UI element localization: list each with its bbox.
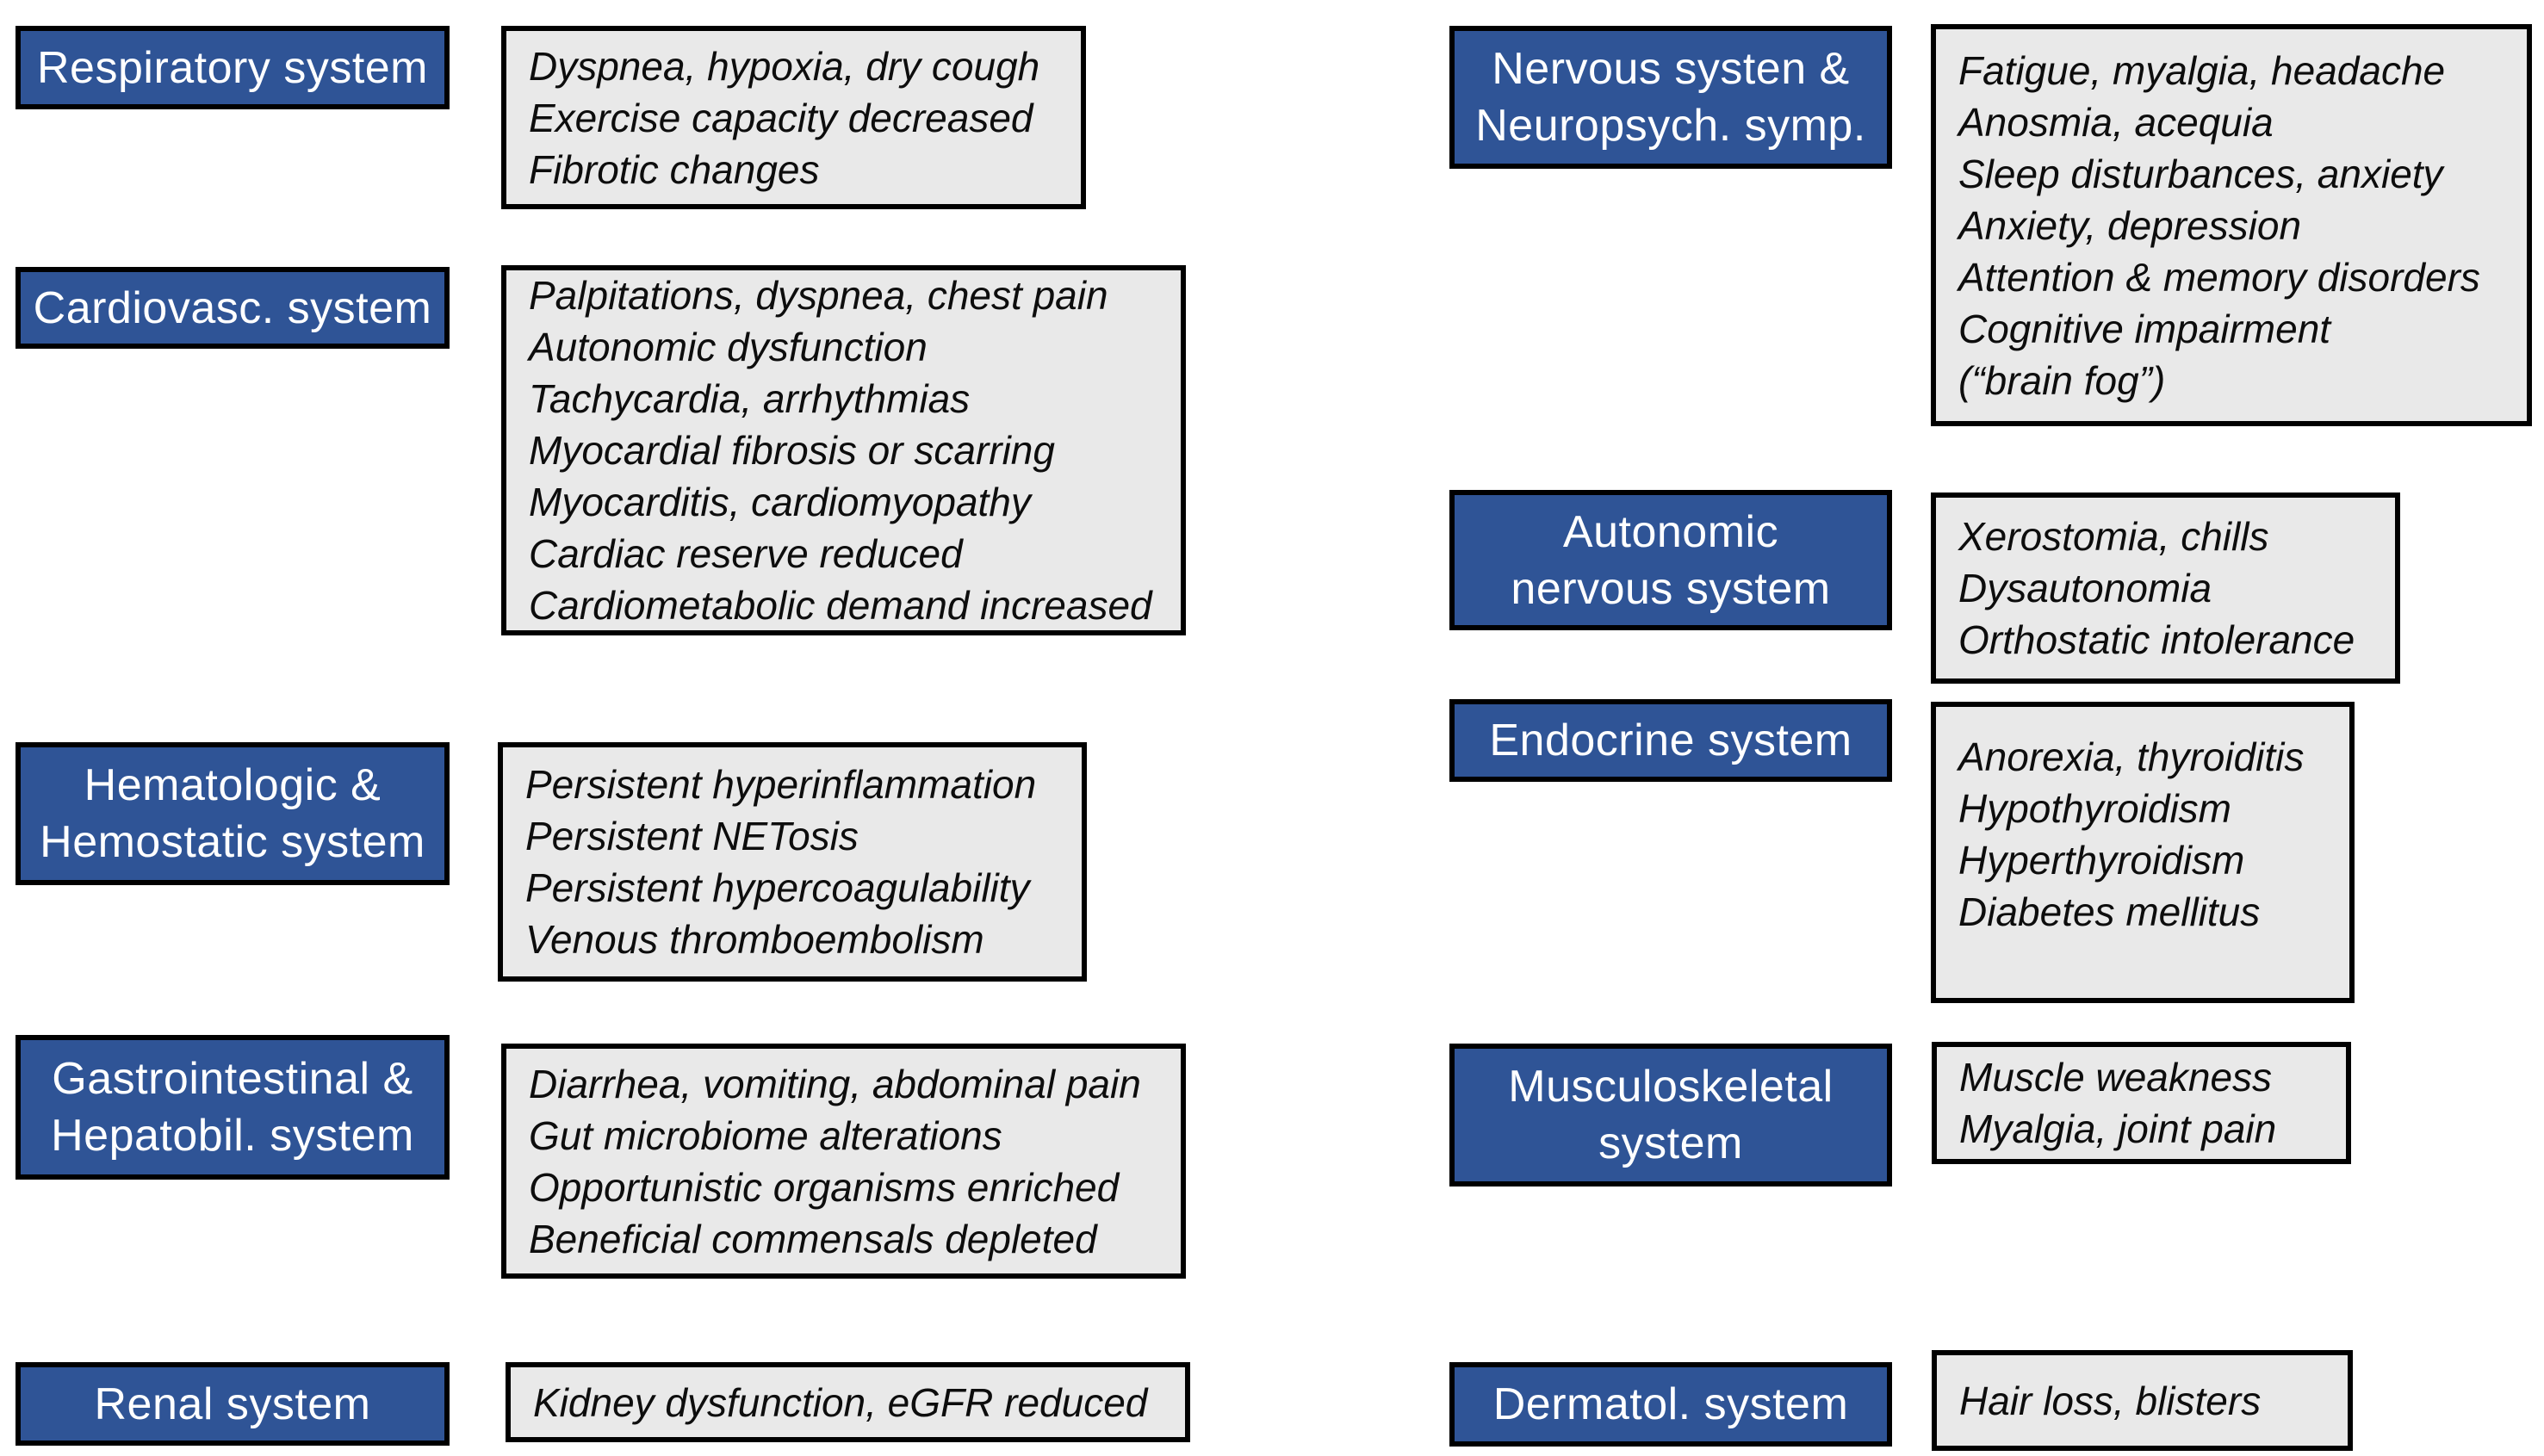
symptoms-gastrointestinal-hepatobiliary-system: Diarrhea, vomiting, abdominal pain Gut m… — [501, 1044, 1186, 1279]
label-nervous-neuropsych-system: Nervous systen & Neuropsych. symp. — [1449, 26, 1892, 169]
label-line: Neuropsych. symp. — [1475, 101, 1866, 151]
label-line: Autonomic — [1562, 506, 1779, 557]
label-hematologic-hemostatic-system: Hematologic & Hemostatic system — [16, 742, 450, 885]
label-line: Hepatobil. system — [51, 1111, 414, 1161]
symptom-line: Anxiety, depression — [1958, 202, 2302, 248]
symptoms-cardiovascular-system: Palpitations, dyspnea, chest pain Autono… — [501, 265, 1186, 635]
label-line: Nervous systen & — [1492, 44, 1850, 94]
symptom-line: Attention & memory disorders — [1958, 254, 2480, 300]
symptoms-autonomic-nervous-system: Xerostomia, chills Dysautonomia Orthosta… — [1931, 493, 2400, 684]
symptoms-respiratory-system: Dyspnea, hypoxia, dry cough Exercise cap… — [501, 26, 1086, 209]
label-line: Musculoskeletal — [1508, 1062, 1834, 1112]
symptom-line: Hypothyroidism — [1958, 786, 2231, 831]
label-line: nervous system — [1511, 563, 1831, 614]
symptom-line: Persistent hyperinflammation — [525, 762, 1037, 807]
symptom-line: Dysautonomia — [1958, 566, 2212, 610]
symptom-line: Persistent hypercoagulability — [525, 865, 1030, 910]
symptom-line: Beneficial commensals depleted — [529, 1216, 1097, 1261]
symptom-line: Gut microbiome alterations — [529, 1112, 1002, 1158]
symptom-line: Hyperthyroidism — [1958, 838, 2245, 883]
symptoms-hematologic-hemostatic-system: Persistent hyperinflammation Persistent … — [498, 742, 1087, 982]
label-dermatologic-system: Dermatol. system — [1449, 1362, 1892, 1447]
label-musculoskeletal-system: Musculoskeletal system — [1449, 1044, 1892, 1186]
label-cardiovascular-system: Cardiovasc. system — [16, 267, 450, 349]
label-line: Endocrine system — [1489, 716, 1852, 765]
symptom-line: Cardiometabolic demand increased — [529, 583, 1152, 628]
symptom-line: Dyspnea, hypoxia, dry cough — [529, 43, 1040, 89]
symptom-line: Myocardial fibrosis or scarring — [529, 428, 1055, 473]
label-line: Gastrointestinal & — [52, 1054, 413, 1104]
symptom-line: Diabetes mellitus — [1958, 889, 2261, 934]
symptoms-musculoskeletal-system: Muscle weakness Myalgia, joint pain — [1932, 1042, 2351, 1164]
symptom-line: Hair loss, blisters — [1959, 1378, 2262, 1423]
symptom-line: Fatigue, myalgia, headache — [1958, 47, 2446, 93]
symptom-line: Orthostatic intolerance — [1958, 617, 2355, 662]
symptom-line: Muscle weakness — [1959, 1055, 2273, 1100]
symptom-line: Myocarditis, cardiomyopathy — [529, 480, 1031, 524]
label-respiratory-system: Respiratory system — [16, 26, 450, 109]
symptoms-dermatologic-system: Hair loss, blisters — [1932, 1350, 2353, 1451]
symptom-line: Exercise capacity decreased — [529, 95, 1033, 140]
symptom-line: (“brain fog”) — [1958, 357, 2166, 403]
symptom-line: Xerostomia, chills — [1958, 514, 2269, 559]
symptom-line: Anosmia, acequia — [1958, 99, 2274, 145]
symptom-line: Cognitive impairment — [1958, 306, 2331, 351]
symptom-line: Sleep disturbances, anxiety — [1958, 151, 2443, 196]
symptoms-endocrine-system: Anorexia, thyroiditis Hypothyroidism Hyp… — [1931, 702, 2355, 1003]
symptom-line: Cardiac reserve reduced — [529, 531, 963, 576]
symptom-line: Anorexia, thyroiditis — [1958, 734, 2305, 779]
label-endocrine-system: Endocrine system — [1449, 699, 1892, 782]
label-line: Respiratory system — [37, 42, 428, 93]
symptoms-renal-system: Kidney dysfunction, eGFR reduced — [506, 1362, 1190, 1442]
label-line: Hemostatic system — [40, 817, 425, 867]
symptom-line: Diarrhea, vomiting, abdominal pain — [529, 1061, 1141, 1106]
label-line: Dermatol. system — [1492, 1379, 1849, 1429]
label-line: system — [1598, 1118, 1743, 1168]
symptom-line: Fibrotic changes — [529, 146, 820, 192]
symptom-line: Autonomic dysfunction — [529, 325, 928, 369]
symptom-line: Kidney dysfunction, eGFR reduced — [533, 1379, 1148, 1425]
label-gastrointestinal-hepatobiliary-system: Gastrointestinal & Hepatobil. system — [16, 1035, 450, 1180]
symptom-line: Palpitations, dyspnea, chest pain — [529, 273, 1108, 318]
label-line: Hematologic & — [84, 760, 382, 810]
symptoms-nervous-neuropsych-system: Fatigue, myalgia, headache Anosmia, aceq… — [1931, 24, 2532, 426]
symptom-line: Persistent NETosis — [525, 814, 859, 858]
label-autonomic-nervous-system: Autonomic nervous system — [1449, 490, 1892, 630]
symptom-line: Tachycardia, arrhythmias — [529, 376, 971, 421]
label-renal-system: Renal system — [16, 1362, 450, 1446]
label-line: Cardiovasc. system — [33, 282, 432, 333]
symptom-line: Venous thromboembolism — [525, 917, 984, 962]
label-line: Renal system — [94, 1379, 371, 1429]
symptom-line: Myalgia, joint pain — [1959, 1106, 2277, 1151]
symptom-line: Opportunistic organisms enriched — [529, 1164, 1120, 1210]
